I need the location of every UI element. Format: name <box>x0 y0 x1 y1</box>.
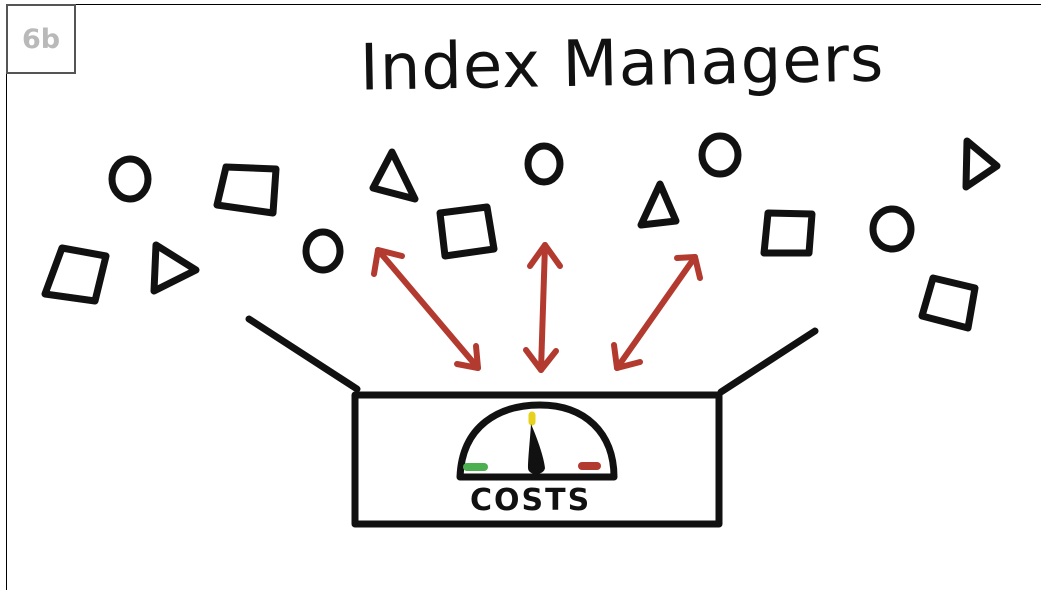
gauge-label: COSTS <box>470 483 591 518</box>
square-shape <box>918 274 979 332</box>
triangle-shape <box>369 148 419 203</box>
circle-shape <box>108 155 152 203</box>
double-arrow-left <box>371 247 481 371</box>
square-shape <box>41 244 110 305</box>
circle-shape <box>869 205 915 253</box>
frame-border-left <box>6 4 7 590</box>
cost-gauge: COSTS <box>456 401 618 518</box>
slide-number-badge: 6b <box>6 4 76 74</box>
interaction-arrows <box>371 242 703 373</box>
gauge-dial <box>456 401 618 481</box>
triangle-shape <box>637 180 680 229</box>
triangle-shape <box>962 137 1001 191</box>
square-shape <box>436 203 498 260</box>
funnel <box>245 315 819 528</box>
circle-shape <box>524 142 564 186</box>
funnel-left-wall <box>245 315 361 393</box>
square-shape <box>213 163 280 217</box>
funnel-right-wall <box>717 327 819 396</box>
circle-shape <box>302 228 344 274</box>
slide-number-text: 6b <box>21 23 61 55</box>
cost-box <box>351 391 723 528</box>
circle-shape <box>698 132 742 178</box>
gauge-needle <box>528 424 545 474</box>
double-arrow-right <box>611 254 703 371</box>
square-shape <box>760 209 816 257</box>
frame-border-top <box>6 4 1041 5</box>
double-arrow-center <box>523 242 563 373</box>
triangle-shape <box>150 241 200 295</box>
index-shapes <box>41 132 1001 332</box>
